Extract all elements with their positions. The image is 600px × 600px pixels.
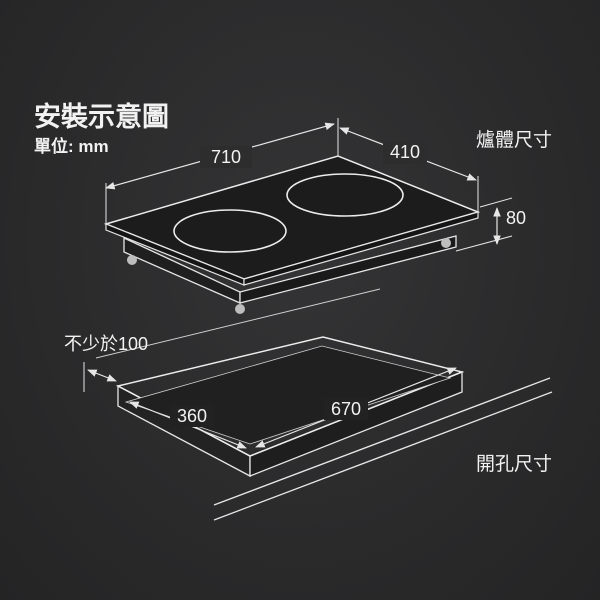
- dimension-360: 360: [129, 401, 247, 449]
- foot-front: [235, 304, 245, 314]
- cooktop-depth-value: 410: [390, 142, 420, 162]
- cutout-hole: [115, 336, 465, 478]
- cooktop-size-label: 爐體尺寸: [476, 129, 552, 151]
- dimension-410: 410: [339, 127, 479, 212]
- dimension-670: 670: [255, 367, 457, 448]
- dimension-710: 710: [105, 118, 339, 224]
- reference-line: [95, 288, 381, 359]
- min-clearance-label: 不少於100: [64, 334, 148, 354]
- unit-label: 單位: mm: [34, 136, 109, 156]
- cooktop-height-value: 80: [506, 208, 526, 228]
- diagram-title: 安裝示意圖: [34, 101, 169, 132]
- cutout-size-label: 開孔尺寸: [476, 453, 552, 475]
- cooktop-body: [103, 155, 481, 314]
- left-cooking-zone: [173, 209, 287, 253]
- dimension-80: 80: [455, 197, 526, 252]
- dimension-min-clearance: 不少於100: [64, 334, 148, 392]
- cutout-length-value: 670: [331, 399, 361, 419]
- cooktop-length-value: 710: [211, 147, 241, 167]
- foot-left: [127, 255, 137, 265]
- cutout-depth-value: 360: [177, 406, 207, 426]
- foot-right: [441, 238, 451, 248]
